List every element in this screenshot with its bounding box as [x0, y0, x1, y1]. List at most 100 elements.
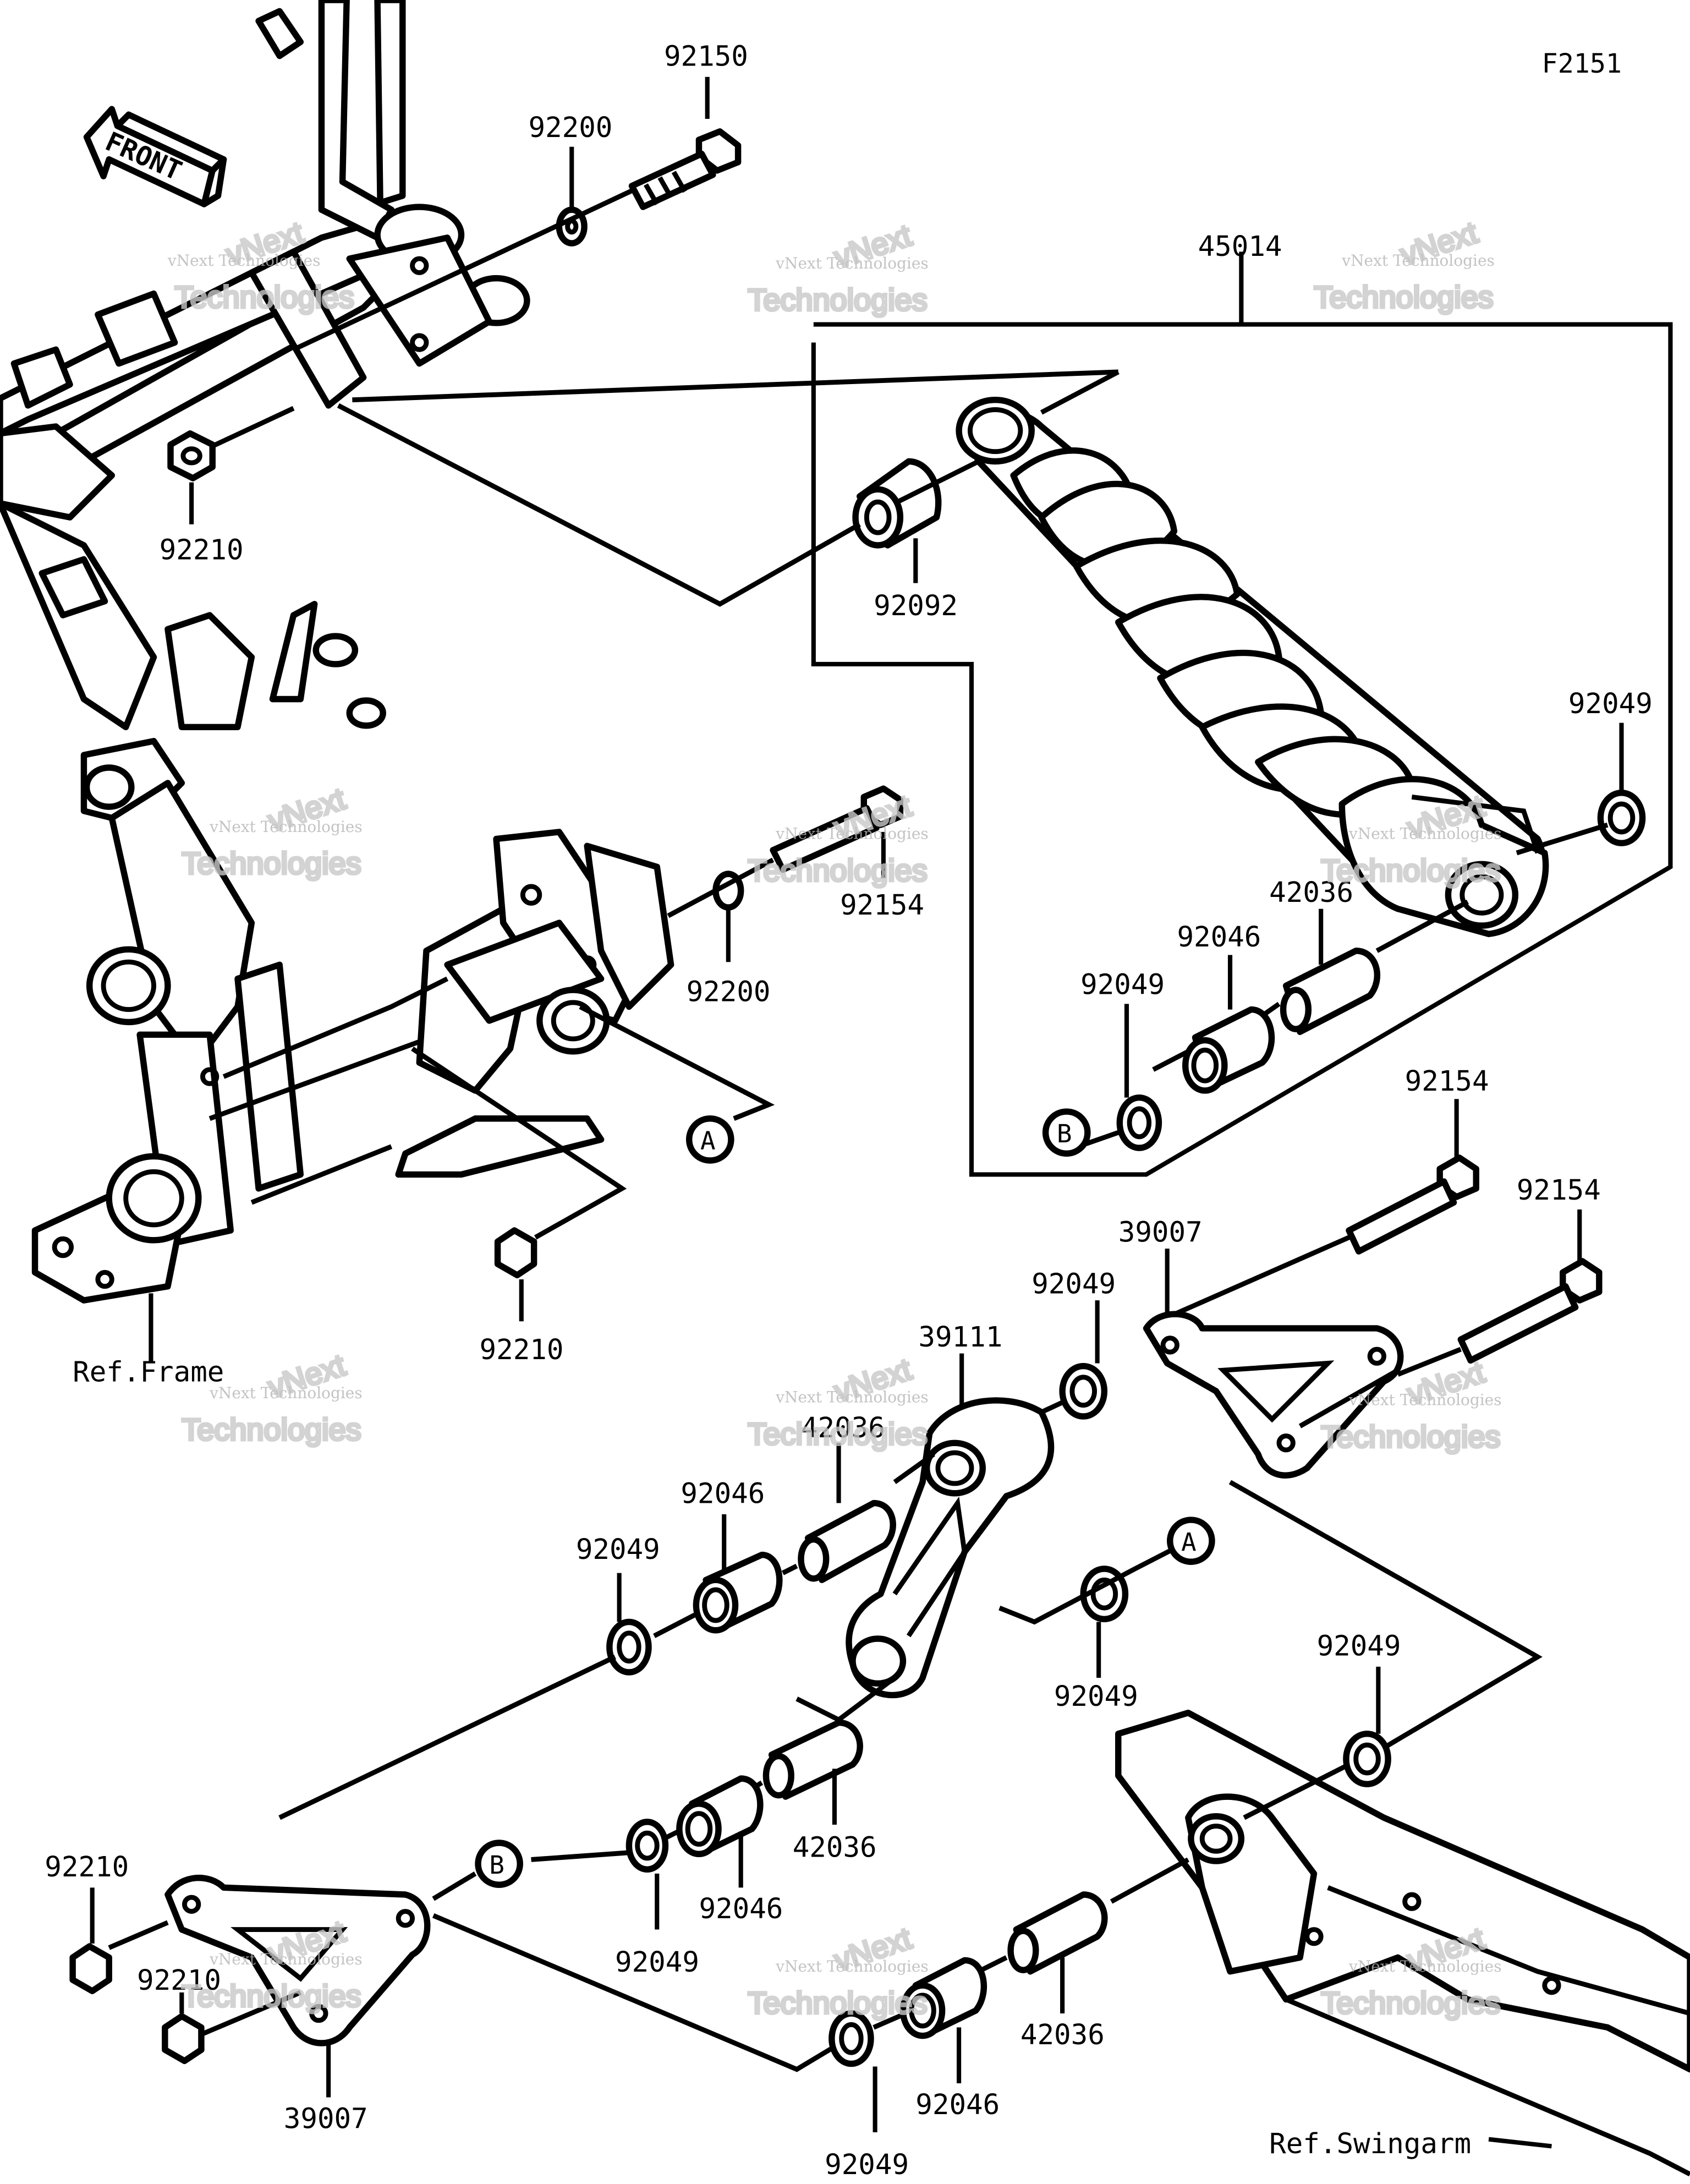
label-42036-lower: 42036 [793, 1831, 877, 1863]
label-92210-top: 92210 [160, 533, 244, 566]
swingarm-drawing [1115, 1709, 1690, 2177]
sleeve-42036-lower [762, 1719, 863, 1800]
svg-text:A: A [1181, 1528, 1197, 1557]
label-92049-link-mid: 92049 [1054, 1680, 1138, 1712]
svg-text:Technologies: Technologies [1321, 1419, 1500, 1454]
svg-text:vNext Technologies: vNext Technologies [167, 251, 321, 270]
shock-absorber-45014 [956, 397, 1549, 938]
label-92210-bottom-2: 92210 [137, 1964, 221, 1996]
svg-text:Technologies: Technologies [175, 280, 354, 314]
label-92046-bottom: 92046 [915, 2088, 1000, 2121]
figure-code: F2151 [1542, 48, 1622, 79]
svg-text:vNext Technologies: vNext Technologies [1348, 1391, 1502, 1409]
svg-text:vNext Technologies: vNext Technologies [209, 1384, 363, 1402]
svg-text:vNext Technologies: vNext Technologies [775, 825, 929, 843]
label-92049-lower: 92049 [615, 1946, 699, 1978]
rocker-arm-39111 [846, 1397, 1055, 1699]
svg-text:vNext Technologies: vNext Technologies [775, 1957, 929, 1975]
svg-text:vNext Technologies: vNext Technologies [209, 818, 363, 836]
svg-text:Technologies: Technologies [1321, 1985, 1500, 2020]
svg-text:Technologies: Technologies [182, 1412, 361, 1447]
bolt-92154-right2 [1457, 1258, 1603, 1364]
seal-92049-bottom [828, 2010, 874, 2067]
assembly-lines [90, 76, 1673, 2149]
svg-text:Technologies: Technologies [748, 853, 927, 888]
label-42036-shock: 42036 [1269, 876, 1353, 908]
label-ref-frame: Ref.Frame [73, 1355, 224, 1388]
bush-92092 [852, 458, 942, 549]
part-labels: 92150 92200 92210 45014 92092 92049 9215… [45, 40, 1653, 2181]
nut-92210-bottom-1 [69, 1943, 112, 1995]
svg-text:Technologies: Technologies [748, 1985, 927, 2020]
label-92049-bottom: 92049 [825, 2148, 909, 2181]
sleeve-42036-link [798, 1499, 896, 1584]
sleeve-42036-bottom [1007, 1891, 1108, 1975]
label-92154-mid: 92154 [840, 889, 924, 921]
bearing-92046-shock [1182, 1006, 1275, 1094]
label-92200-top: 92200 [528, 111, 612, 144]
svg-text:Technologies: Technologies [748, 282, 927, 317]
label-39007-top: 39007 [1118, 1216, 1203, 1248]
callout-B-upper: B [1042, 1108, 1091, 1157]
label-92049-swingarm: 92049 [1317, 1630, 1401, 1662]
svg-text:vNext Technologies: vNext Technologies [1348, 825, 1502, 843]
svg-text:Technologies: Technologies [1314, 280, 1493, 314]
svg-text:Technologies: Technologies [748, 1416, 927, 1451]
label-92210-mid: 92210 [480, 1333, 564, 1366]
seal-92049-shock-right [1597, 790, 1646, 846]
label-92049-link-left: 92049 [576, 1533, 660, 1566]
label-92154-right2: 92154 [1517, 1174, 1601, 1206]
nut-92210-mid [494, 1227, 537, 1279]
svg-text:vNext Technologies: vNext Technologies [1341, 251, 1495, 270]
seal-92049-lower [625, 1819, 669, 1873]
svg-text:vNext Technologies: vNext Technologies [775, 1388, 929, 1406]
label-42036-link: 42036 [801, 1411, 885, 1444]
bolt-92154-mid [770, 785, 904, 873]
nut-92210-top [167, 430, 216, 481]
callout-A-lower: A [1167, 1517, 1215, 1565]
svg-text:Technologies: Technologies [182, 1978, 361, 2013]
bearing-92046-bottom [899, 1957, 987, 2039]
watermarks: vNext vNext Technologies Technologies vN… [167, 213, 1502, 2021]
label-39007-bottom: 39007 [284, 2102, 368, 2134]
tie-rod-39007-top [1143, 1311, 1404, 1479]
svg-text:vNext Technologies: vNext Technologies [209, 1950, 363, 1968]
label-92046-link: 92046 [681, 1477, 765, 1510]
tie-rod-39007-bottom [164, 1874, 431, 2046]
svg-text:Technologies: Technologies [1321, 853, 1500, 888]
label-92150: 92150 [664, 40, 748, 72]
callout-A-upper: A [685, 1115, 734, 1164]
label-92210-bottom-1: 92210 [45, 1851, 129, 1883]
svg-text:B: B [1057, 1119, 1072, 1148]
seal-92049-link-left [606, 1618, 652, 1676]
bearing-92046-lower [676, 1775, 764, 1858]
svg-text:vNext Technologies: vNext Technologies [1348, 1957, 1502, 1975]
svg-text:vNext Technologies: vNext Technologies [775, 254, 929, 272]
label-92154-right1: 92154 [1405, 1065, 1489, 1097]
label-ref-swingarm: Ref.Swingarm [1269, 2127, 1471, 2160]
label-92092: 92092 [874, 589, 958, 622]
bolt-92150 [628, 128, 742, 210]
label-42036-bottom: 42036 [1020, 2018, 1105, 2051]
label-45014: 45014 [1198, 230, 1282, 262]
callout-B-lower: B [475, 1840, 523, 1888]
label-92200-mid: 92200 [687, 975, 771, 1008]
bearing-92046-link [693, 1551, 783, 1634]
seal-92049-link-top [1059, 1362, 1108, 1420]
label-39111: 39111 [918, 1321, 1002, 1353]
bolt-92154-right1 [1346, 1154, 1479, 1255]
front-direction-arrow: FRONT [83, 106, 227, 207]
label-92049-link-top: 92049 [1031, 1267, 1116, 1300]
seal-92049-swingarm [1343, 1731, 1391, 1787]
label-92049-shock-right: 92049 [1568, 687, 1653, 720]
label-92046-shock: 92046 [1177, 921, 1261, 953]
label-92046-lower: 92046 [699, 1892, 783, 1925]
svg-text:Technologies: Technologies [182, 846, 361, 880]
nut-92210-bottom-2 [162, 2013, 205, 2065]
label-92049-shock-left: 92049 [1080, 968, 1165, 1001]
svg-text:B: B [489, 1851, 504, 1880]
seal-92049-shock-left [1116, 1094, 1162, 1151]
frame-drawing [0, 0, 674, 1304]
svg-text:A: A [700, 1126, 716, 1156]
